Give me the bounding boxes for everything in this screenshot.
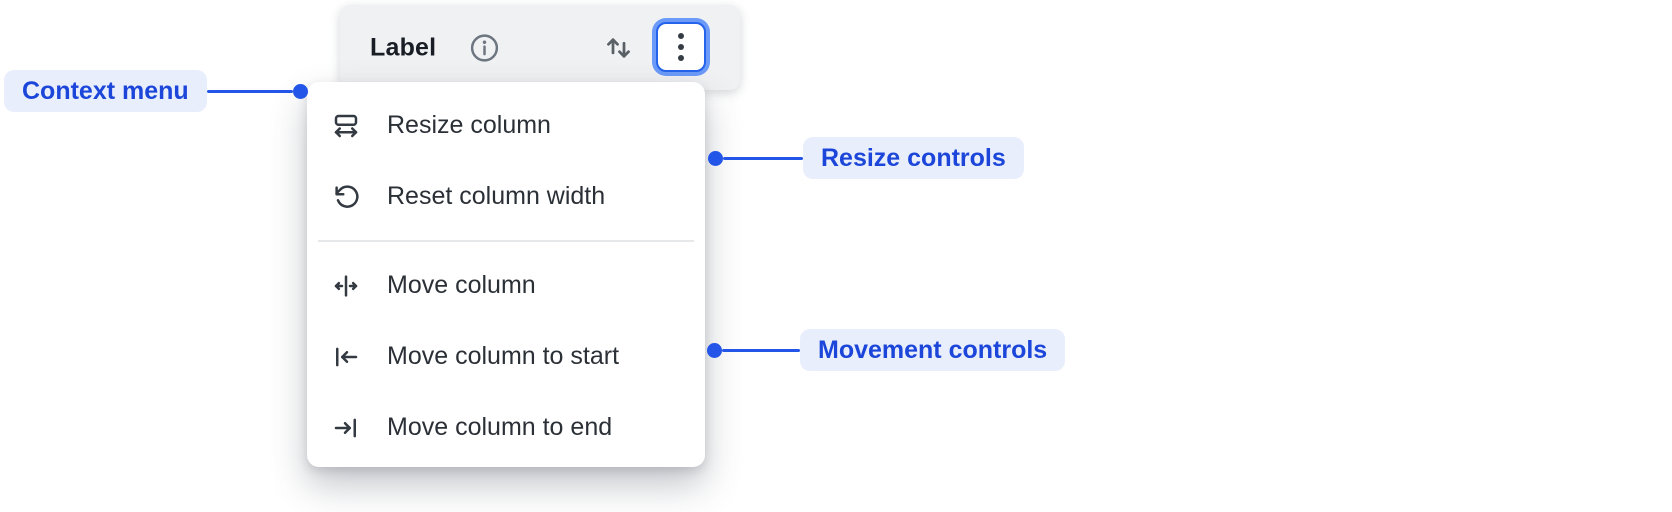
menu-item-move-column[interactable]: Move column [307,250,705,321]
column-menu-button[interactable] [652,18,710,76]
annotation-connector-dot [292,83,308,99]
annotation-pill: Resize controls [803,137,1024,179]
annotation-connector-line [206,89,293,93]
move-column-to-end-icon [331,413,361,443]
info-icon[interactable] [468,31,501,64]
sort-icon[interactable] [602,31,635,64]
column-header-title: Label [370,33,437,61]
column-context-menu: Resize column Reset column width Move co… [307,82,705,467]
annotation-pill: Movement controls [800,329,1066,371]
resize-column-icon [331,111,361,141]
annotation-pill: Context menu [4,70,207,112]
menu-item-label: Resize column [387,111,551,139]
menu-item-label: Reset column width [387,182,606,210]
annotation-connector-line [723,156,803,160]
move-column-to-start-icon [331,342,361,372]
menu-item-label: Move column to start [387,342,620,370]
menu-item-label: Move column to end [387,413,613,441]
annotation-resize-controls: Resize controls [708,137,1024,179]
reset-column-width-icon [331,182,361,212]
annotation-connector-dot [707,342,722,358]
annotation-movement-controls: Movement controls [707,329,1066,371]
annotation-context-menu: Context menu [4,70,308,112]
annotation-connector-line [722,348,800,352]
move-column-icon [331,271,361,301]
annotation-connector-dot [708,150,723,166]
vertical-ellipsis-icon [656,22,706,72]
menu-item-label: Move column [387,271,536,299]
column-header: Label [340,5,740,90]
menu-item-reset-column-width[interactable]: Reset column width [307,161,705,232]
menu-item-resize-column[interactable]: Resize column [307,90,705,161]
menu-divider [318,240,694,242]
menu-item-move-column-to-end[interactable]: Move column to end [307,392,705,463]
menu-item-move-column-to-start[interactable]: Move column to start [307,321,705,392]
